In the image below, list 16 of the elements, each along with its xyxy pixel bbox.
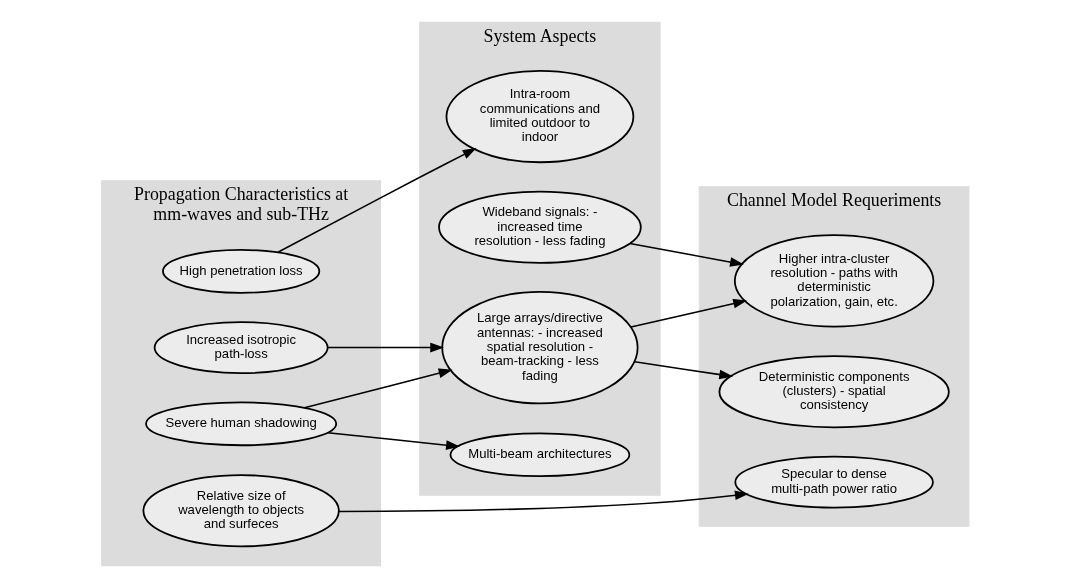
node-ellipse: Multi-beam architectures [449,432,630,478]
node-ellipse: Large arrays/directive antennas: - increased spatial resolution - beam-tracking - less fading [440,290,639,405]
arrow [326,342,444,353]
arrow [629,298,747,328]
node-ellipse: Increased isotropic path-loss [153,321,329,374]
arrow [326,431,460,450]
arrow [628,242,744,267]
node-ellipse: Intra-room communications and limited outdoor to indoor [445,69,634,164]
node-ellipse: Relative size of wavelength to objects and surfeces [142,474,340,548]
arrow [337,490,749,513]
node-ellipse: Wideband signals: - increased time resolution - less fading [437,190,642,264]
arrow [633,360,733,380]
node-ellipse: High penetration loss [161,249,320,294]
node-ellipse: Severe human shadowing [144,401,337,447]
arrow [303,368,453,409]
arrow [276,148,477,254]
